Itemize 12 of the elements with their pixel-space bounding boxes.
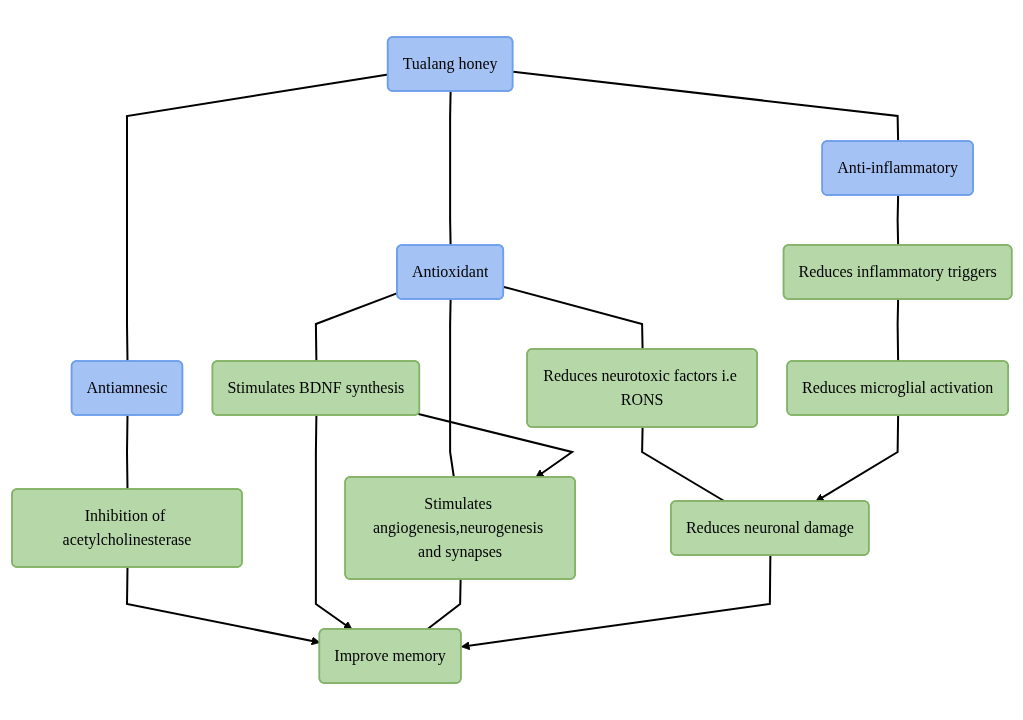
connector: [896, 194, 899, 247]
arrow: [460, 554, 771, 651]
arrow: [417, 413, 575, 478]
arrow: [815, 414, 899, 502]
connector: [125, 414, 129, 491]
connector: [425, 578, 462, 631]
connector: [502, 285, 644, 351]
connector: [640, 426, 726, 503]
connector: [448, 298, 455, 479]
connector: [448, 90, 452, 247]
arrow: [314, 414, 353, 630]
connector: [896, 298, 899, 363]
